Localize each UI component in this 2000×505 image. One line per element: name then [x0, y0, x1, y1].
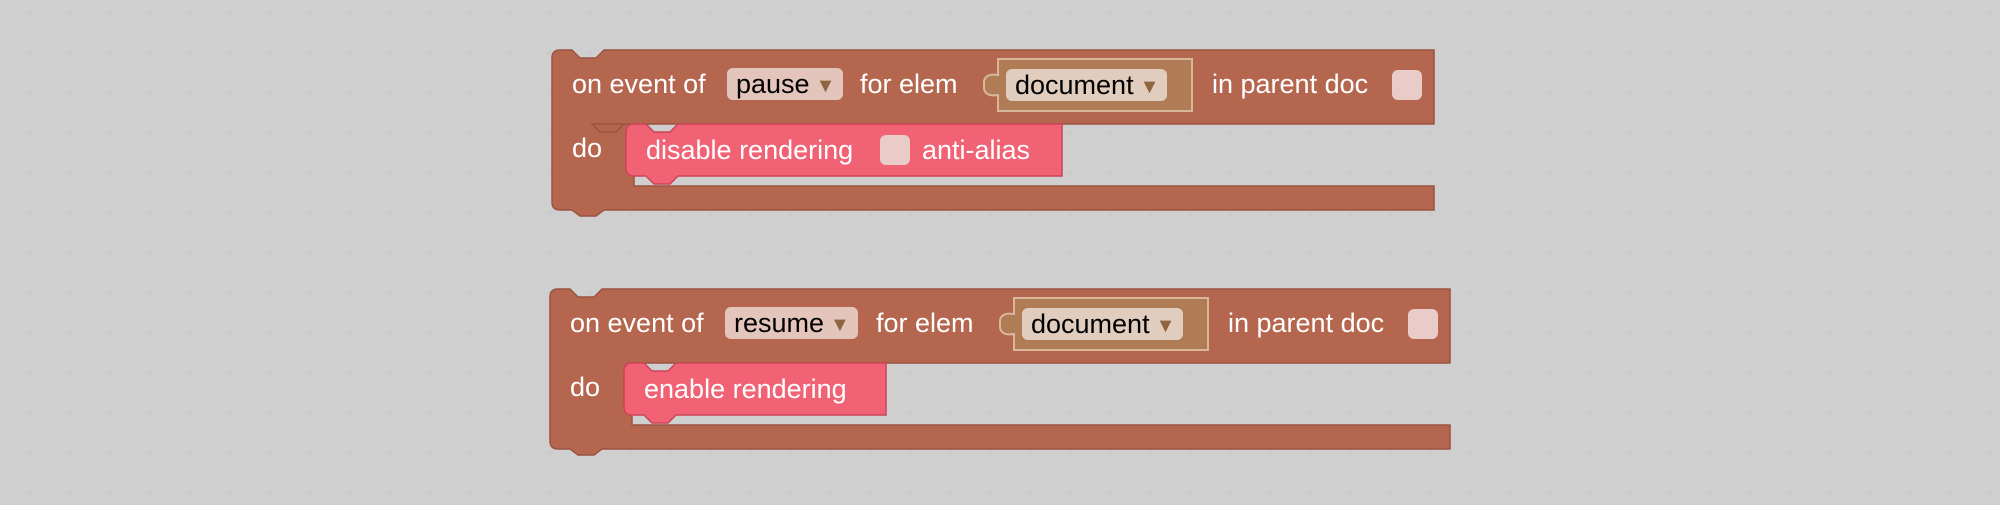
event-block-pause[interactable]: on event of pause▼ for elem document▼ in…: [551, 49, 1435, 217]
elem-dropdown-value: document: [1015, 70, 1134, 100]
disable-rendering-shape: [625, 123, 1063, 185]
parent-doc-checkbox[interactable]: [1392, 70, 1422, 100]
enable-rendering-block[interactable]: enable rendering: [623, 362, 887, 429]
document-block[interactable]: document▼: [982, 58, 1193, 112]
disable-rendering-label: disable rendering: [646, 135, 854, 165]
on-event-label: on event of: [570, 308, 704, 338]
do-label: do: [570, 372, 601, 402]
disable-rendering-block[interactable]: disable rendering anti-alias: [625, 123, 1063, 190]
event-dropdown-value: resume: [734, 308, 825, 338]
triangle-down-icon: ▼: [1155, 315, 1176, 337]
parent-doc-checkbox[interactable]: [1408, 309, 1438, 339]
elem-dropdown[interactable]: document▼: [1006, 69, 1168, 101]
for-elem-label: for elem: [860, 69, 958, 99]
for-elem-label: for elem: [876, 308, 974, 338]
event-dropdown-value: pause: [736, 69, 810, 99]
on-event-label: on event of: [572, 69, 706, 99]
document-block[interactable]: document▼: [998, 297, 1209, 351]
elem-dropdown[interactable]: document▼: [1022, 308, 1184, 340]
event-block-resume[interactable]: on event of resume▼ for elem document▼ i…: [549, 288, 1451, 456]
event-dropdown[interactable]: resume▼: [725, 307, 858, 339]
do-label: do: [572, 133, 603, 163]
enable-rendering-label: enable rendering: [644, 374, 847, 404]
triangle-down-icon: ▼: [1139, 76, 1160, 98]
enable-rendering-shape: [623, 362, 887, 424]
anti-alias-label: anti-alias: [922, 135, 1031, 165]
event-dropdown[interactable]: pause▼: [727, 68, 844, 100]
parent-doc-label: in parent doc: [1212, 69, 1369, 99]
anti-alias-checkbox[interactable]: [880, 135, 910, 165]
triangle-down-icon: ▼: [830, 314, 850, 336]
triangle-down-icon: ▼: [815, 75, 836, 97]
elem-dropdown-value: document: [1031, 309, 1150, 339]
parent-doc-label: in parent doc: [1228, 308, 1385, 338]
